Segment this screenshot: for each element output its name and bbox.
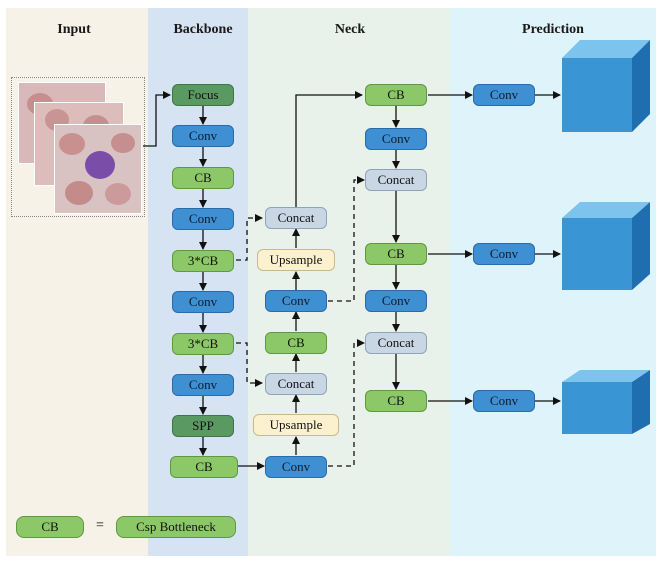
neck-cb-mid: CB [365, 243, 427, 265]
backbone-conv-1: Conv [172, 125, 234, 147]
legend-cb: CB [16, 516, 84, 538]
backbone-conv-3: Conv [172, 291, 234, 313]
neck-conv-top: Conv [365, 128, 427, 150]
neck-conv-1: Conv [265, 290, 327, 312]
neck-concat-top: Concat [365, 169, 427, 191]
neck-upsample-1: Upsample [257, 249, 335, 271]
header-neck: Neck [334, 22, 366, 37]
neck-cb-top: CB [365, 84, 427, 106]
neck-conv-mid: Conv [365, 290, 427, 312]
legend-equals: = [96, 518, 104, 533]
backbone-spp: SPP [172, 415, 234, 437]
backbone-3cb-1: 3*CB [172, 250, 234, 272]
backbone-focus: Focus [172, 84, 234, 106]
prediction-conv-2: Conv [473, 243, 535, 265]
backbone-conv-2: Conv [172, 208, 234, 230]
input-image-stack [11, 77, 145, 217]
neck-cb-1: CB [265, 332, 327, 354]
backbone-conv-4: Conv [172, 374, 234, 396]
neck-conv-2: Conv [265, 456, 327, 478]
prediction-conv-3: Conv [473, 390, 535, 412]
header-prediction: Prediction [522, 22, 584, 37]
blood-smear-image-front [54, 124, 142, 214]
neck-cb-bottom: CB [365, 390, 427, 412]
backbone-cb-1: CB [172, 167, 234, 189]
backbone-cb-last: CB [170, 456, 238, 478]
backbone-3cb-2: 3*CB [172, 333, 234, 355]
output-cube-medium [562, 202, 650, 290]
neck-concat-2: Concat [265, 373, 327, 395]
header-input: Input [57, 22, 91, 37]
header-backbone: Backbone [173, 22, 233, 37]
neck-concat-1: Concat [265, 207, 327, 229]
neck-concat-mid: Concat [365, 332, 427, 354]
legend-csp-bottleneck: Csp Bottleneck [116, 516, 236, 538]
output-cube-small [562, 370, 650, 434]
output-cube-large [562, 40, 650, 132]
neck-upsample-2: Upsample [253, 414, 339, 436]
prediction-conv-1: Conv [473, 84, 535, 106]
